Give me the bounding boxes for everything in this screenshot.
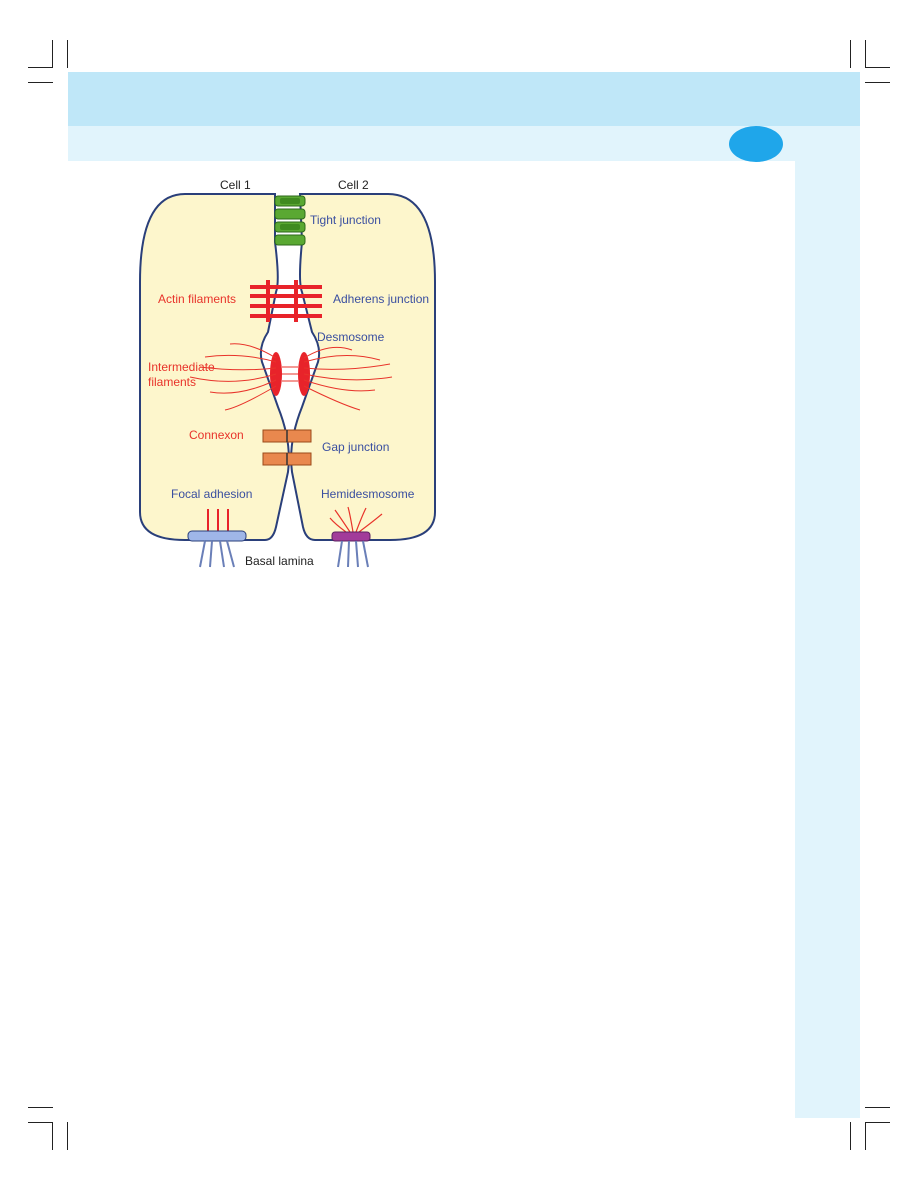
crop-mark xyxy=(865,1122,890,1123)
crop-mark xyxy=(865,1122,866,1150)
crop-mark xyxy=(52,1122,53,1150)
page-number-badge xyxy=(729,126,783,162)
cell-1-body xyxy=(139,193,290,541)
crop-mark xyxy=(865,82,890,83)
subheader-band xyxy=(68,126,860,161)
crop-mark xyxy=(67,40,68,68)
label-actin-filaments: Actin filaments xyxy=(158,292,236,306)
crop-mark xyxy=(67,1122,68,1150)
label-intermediate: Intermediate xyxy=(148,360,215,374)
label-basal-lamina: Basal lamina xyxy=(245,554,314,568)
label-tight-junction: Tight junction xyxy=(310,213,381,227)
crop-mark xyxy=(865,67,890,68)
label-cell-1: Cell 1 xyxy=(220,178,251,192)
tight-junction-icon xyxy=(274,195,306,246)
header-band xyxy=(68,72,860,126)
focal-adhesion-icon xyxy=(187,509,247,568)
label-connexon: Connexon xyxy=(189,428,244,442)
cell-junction-diagram: Cell 1 Cell 2 Tight junction Actin filam… xyxy=(130,172,460,572)
label-cell-2: Cell 2 xyxy=(338,178,369,192)
crop-mark xyxy=(850,1122,851,1150)
hemidesmosome-icon xyxy=(329,506,383,568)
desmosome-icon xyxy=(189,343,393,411)
label-desmosome: Desmosome xyxy=(317,330,385,344)
crop-mark xyxy=(28,1107,53,1108)
gap-junction-icon xyxy=(262,429,312,466)
crop-mark xyxy=(865,1107,890,1108)
crop-mark xyxy=(52,40,53,68)
label-adherens-junction: Adherens junction xyxy=(333,292,429,306)
crop-mark xyxy=(865,40,866,68)
label-hemidesmosome: Hemidesmosome xyxy=(321,487,415,501)
crop-mark xyxy=(28,1122,53,1123)
label-focal-adhesion: Focal adhesion xyxy=(171,487,252,501)
crop-mark xyxy=(850,40,851,68)
cell-2-body xyxy=(290,193,436,541)
actin-filaments-icon xyxy=(250,280,322,322)
label-gap-junction: Gap junction xyxy=(322,440,389,454)
crop-mark xyxy=(28,82,53,83)
label-filaments: filaments xyxy=(148,375,196,389)
crop-mark xyxy=(28,67,53,68)
side-panel xyxy=(795,161,860,1118)
